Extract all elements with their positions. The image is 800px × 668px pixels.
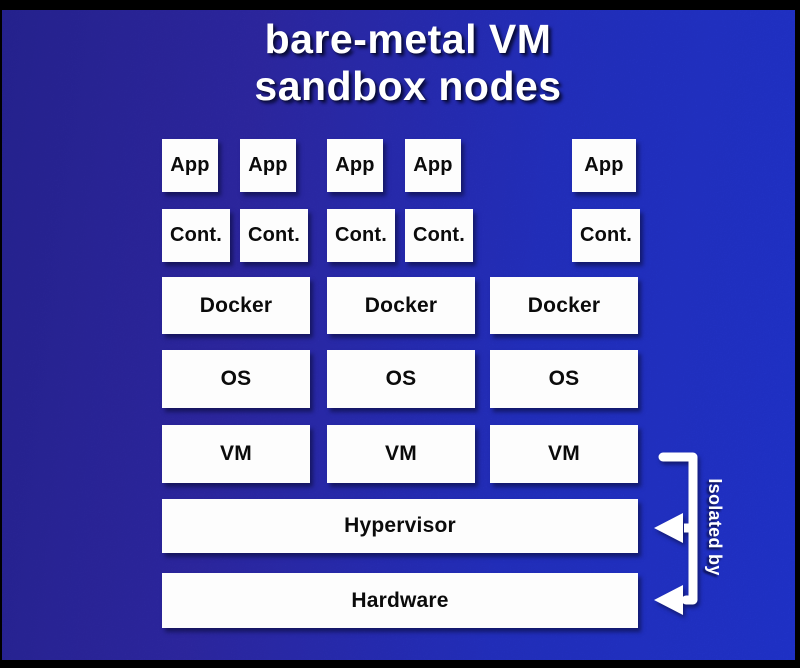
arrow-left-icon [654,585,683,615]
os-box-3: OS [490,350,638,408]
diagram-title: bare-metal VM sandbox nodes [8,16,800,110]
os-box-1: OS [162,350,310,408]
app-box-5: App [572,139,636,192]
docker-box-3: Docker [490,277,638,334]
isolation-bracket [654,452,698,615]
docker-box-1: Docker [162,277,310,334]
vm-box-1: VM [162,425,310,483]
container-box-5: Cont. [572,209,640,262]
vm-box-2: VM [327,425,475,483]
container-box-2: Cont. [240,209,308,262]
title-line-1: bare-metal VM [264,16,552,62]
hardware-box: Hardware [162,573,638,628]
hypervisor-box: Hypervisor [162,499,638,553]
app-box-3: App [327,139,383,192]
docker-box-2: Docker [327,277,475,334]
app-box-2: App [240,139,296,192]
app-box-4: App [405,139,461,192]
vm-box-3: VM [490,425,638,483]
container-box-4: Cont. [405,209,473,262]
container-box-1: Cont. [162,209,230,262]
title-line-2: sandbox nodes [254,63,562,109]
container-box-3: Cont. [327,209,395,262]
isolated-by-label: Isolated by [705,478,725,576]
os-box-2: OS [327,350,475,408]
arrow-left-icon [654,513,683,543]
app-box-1: App [162,139,218,192]
